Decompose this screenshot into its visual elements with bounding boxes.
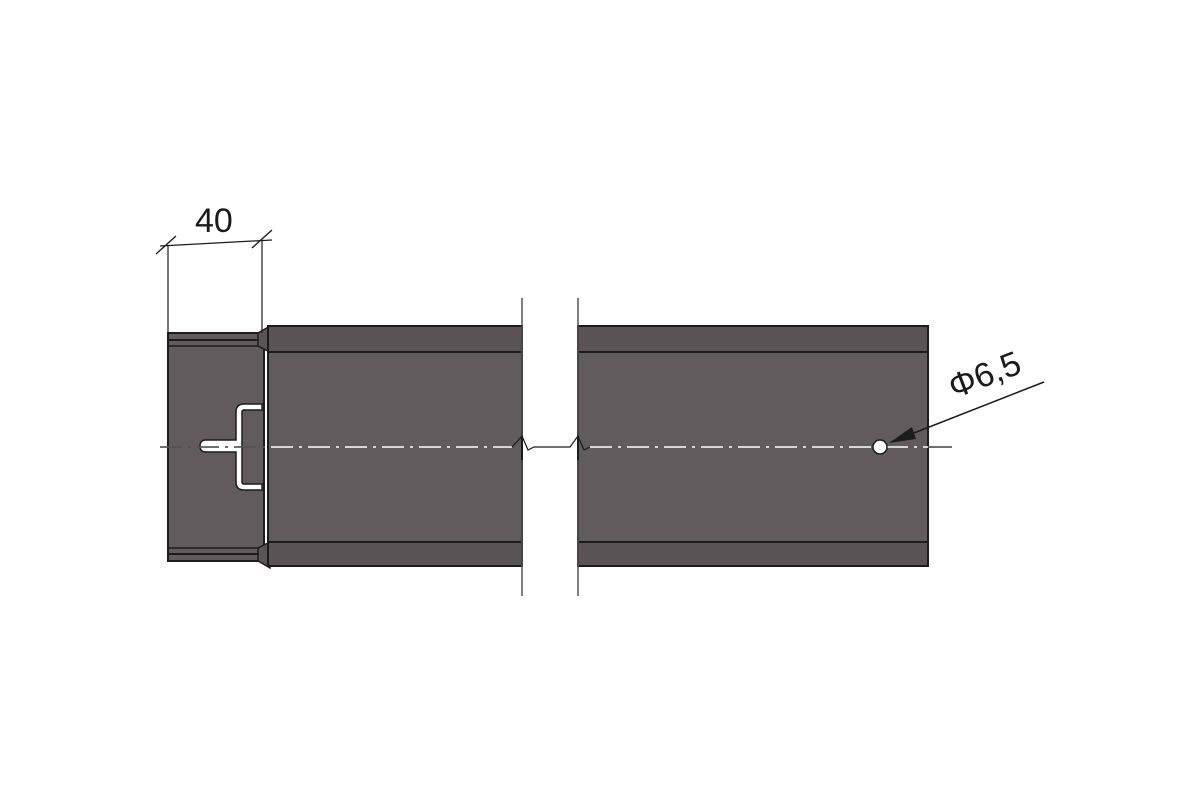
profile-right-body <box>577 325 929 567</box>
profile-segment-right <box>577 325 929 567</box>
clip-cutout <box>199 403 263 491</box>
length-dimension <box>155 229 273 333</box>
mounting-hole <box>872 439 888 455</box>
profile-left-top-flange <box>267 325 523 353</box>
profile-segment-left <box>267 325 523 567</box>
profile-left-bottom-flange <box>267 541 523 567</box>
profile-right-bottom-flange <box>577 541 929 567</box>
break-lines <box>521 298 579 596</box>
length-dimension-label: 40 <box>195 202 233 240</box>
profile-left-body <box>267 325 523 567</box>
profile-right-top-flange <box>577 325 929 353</box>
center-line <box>160 434 952 451</box>
hole-leader <box>889 381 1045 443</box>
hole-diameter-label: Φ6,5 <box>943 344 1026 406</box>
